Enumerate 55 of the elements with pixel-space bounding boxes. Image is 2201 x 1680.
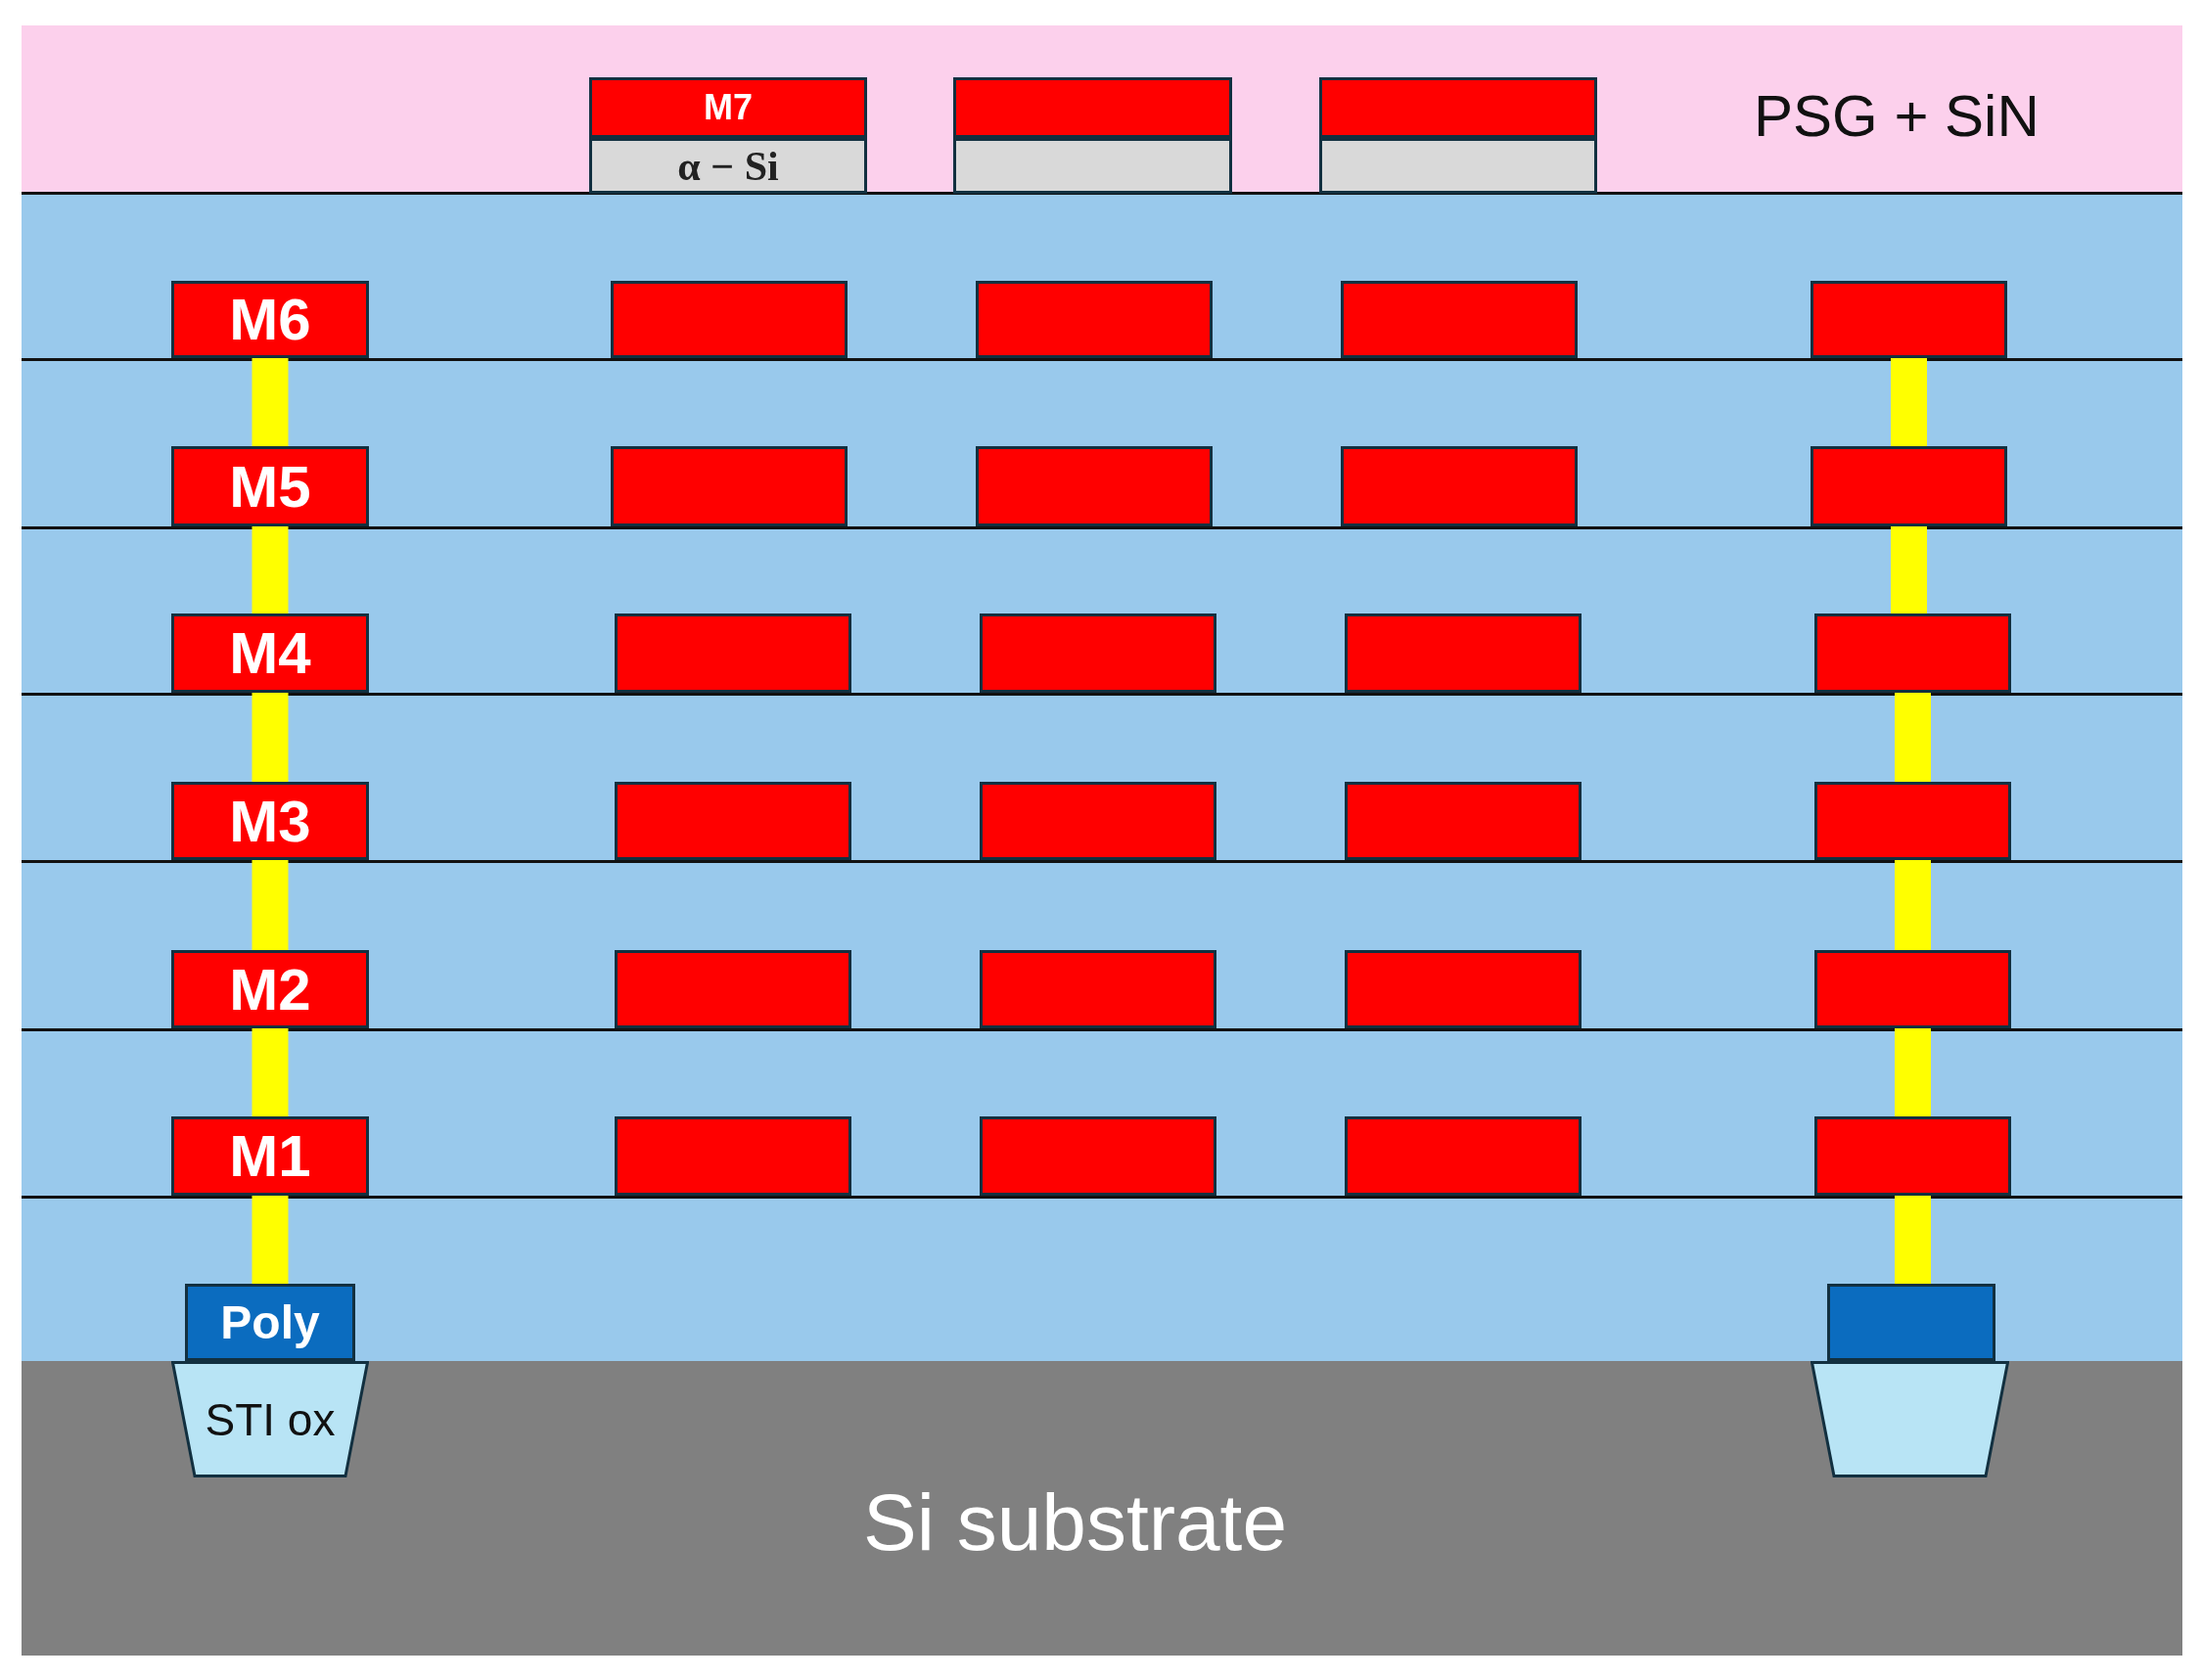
metal-block <box>980 950 1216 1028</box>
via <box>252 1196 289 1284</box>
amorphous-silicon-block: α − Si <box>589 138 867 194</box>
metal-block: M4 <box>171 613 369 693</box>
metal-block <box>1345 613 1582 693</box>
via <box>1895 1028 1931 1116</box>
metal-block <box>1345 782 1582 860</box>
metal-block <box>976 281 1213 358</box>
via <box>252 526 289 613</box>
metal-block <box>611 446 848 526</box>
metal-block: M6 <box>171 281 369 358</box>
metal-block: M1 <box>171 1116 369 1196</box>
metal-block <box>1814 613 2011 693</box>
trench-oxide: STI ox <box>171 1361 369 1477</box>
metal-block <box>976 446 1213 526</box>
via <box>252 860 289 950</box>
metal-block: M7 <box>589 77 867 138</box>
metal-block: M2 <box>171 950 369 1028</box>
via <box>252 693 289 782</box>
metal-block <box>615 1116 851 1196</box>
via <box>1895 1196 1931 1284</box>
metal-block <box>1345 950 1582 1028</box>
metal-block <box>1814 1116 2011 1196</box>
metal-block <box>953 77 1232 138</box>
amorphous-silicon-block <box>953 138 1232 194</box>
metal-block <box>615 782 851 860</box>
metal-block <box>1814 782 2011 860</box>
poly-block: Poly <box>185 1284 355 1361</box>
via <box>1891 358 1927 446</box>
layer-label: Si substrate <box>863 1476 1287 1568</box>
metal-block: M5 <box>171 446 369 526</box>
metal-block: M3 <box>171 782 369 860</box>
poly-block <box>1827 1284 1995 1361</box>
metal-block <box>1319 77 1597 138</box>
metal-block <box>611 281 848 358</box>
metal-block <box>1811 446 2007 526</box>
via <box>1895 860 1931 950</box>
substrate-layer <box>22 1361 2182 1656</box>
via <box>1895 693 1931 782</box>
passivation-layer <box>22 25 2182 192</box>
layer-label: PSG + SiN <box>1754 82 2040 150</box>
metal-block <box>1345 1116 1582 1196</box>
metal-block <box>1811 281 2007 358</box>
metal-block <box>615 950 851 1028</box>
metal-block <box>980 613 1216 693</box>
metal-block <box>980 782 1216 860</box>
via <box>252 358 289 446</box>
metal-block <box>615 613 851 693</box>
metal-block <box>1341 446 1578 526</box>
amorphous-silicon-block <box>1319 138 1597 194</box>
metal-block <box>1341 281 1578 358</box>
metal-block <box>1814 950 2011 1028</box>
metal-block <box>980 1116 1216 1196</box>
via <box>1891 526 1927 613</box>
via <box>252 1028 289 1116</box>
